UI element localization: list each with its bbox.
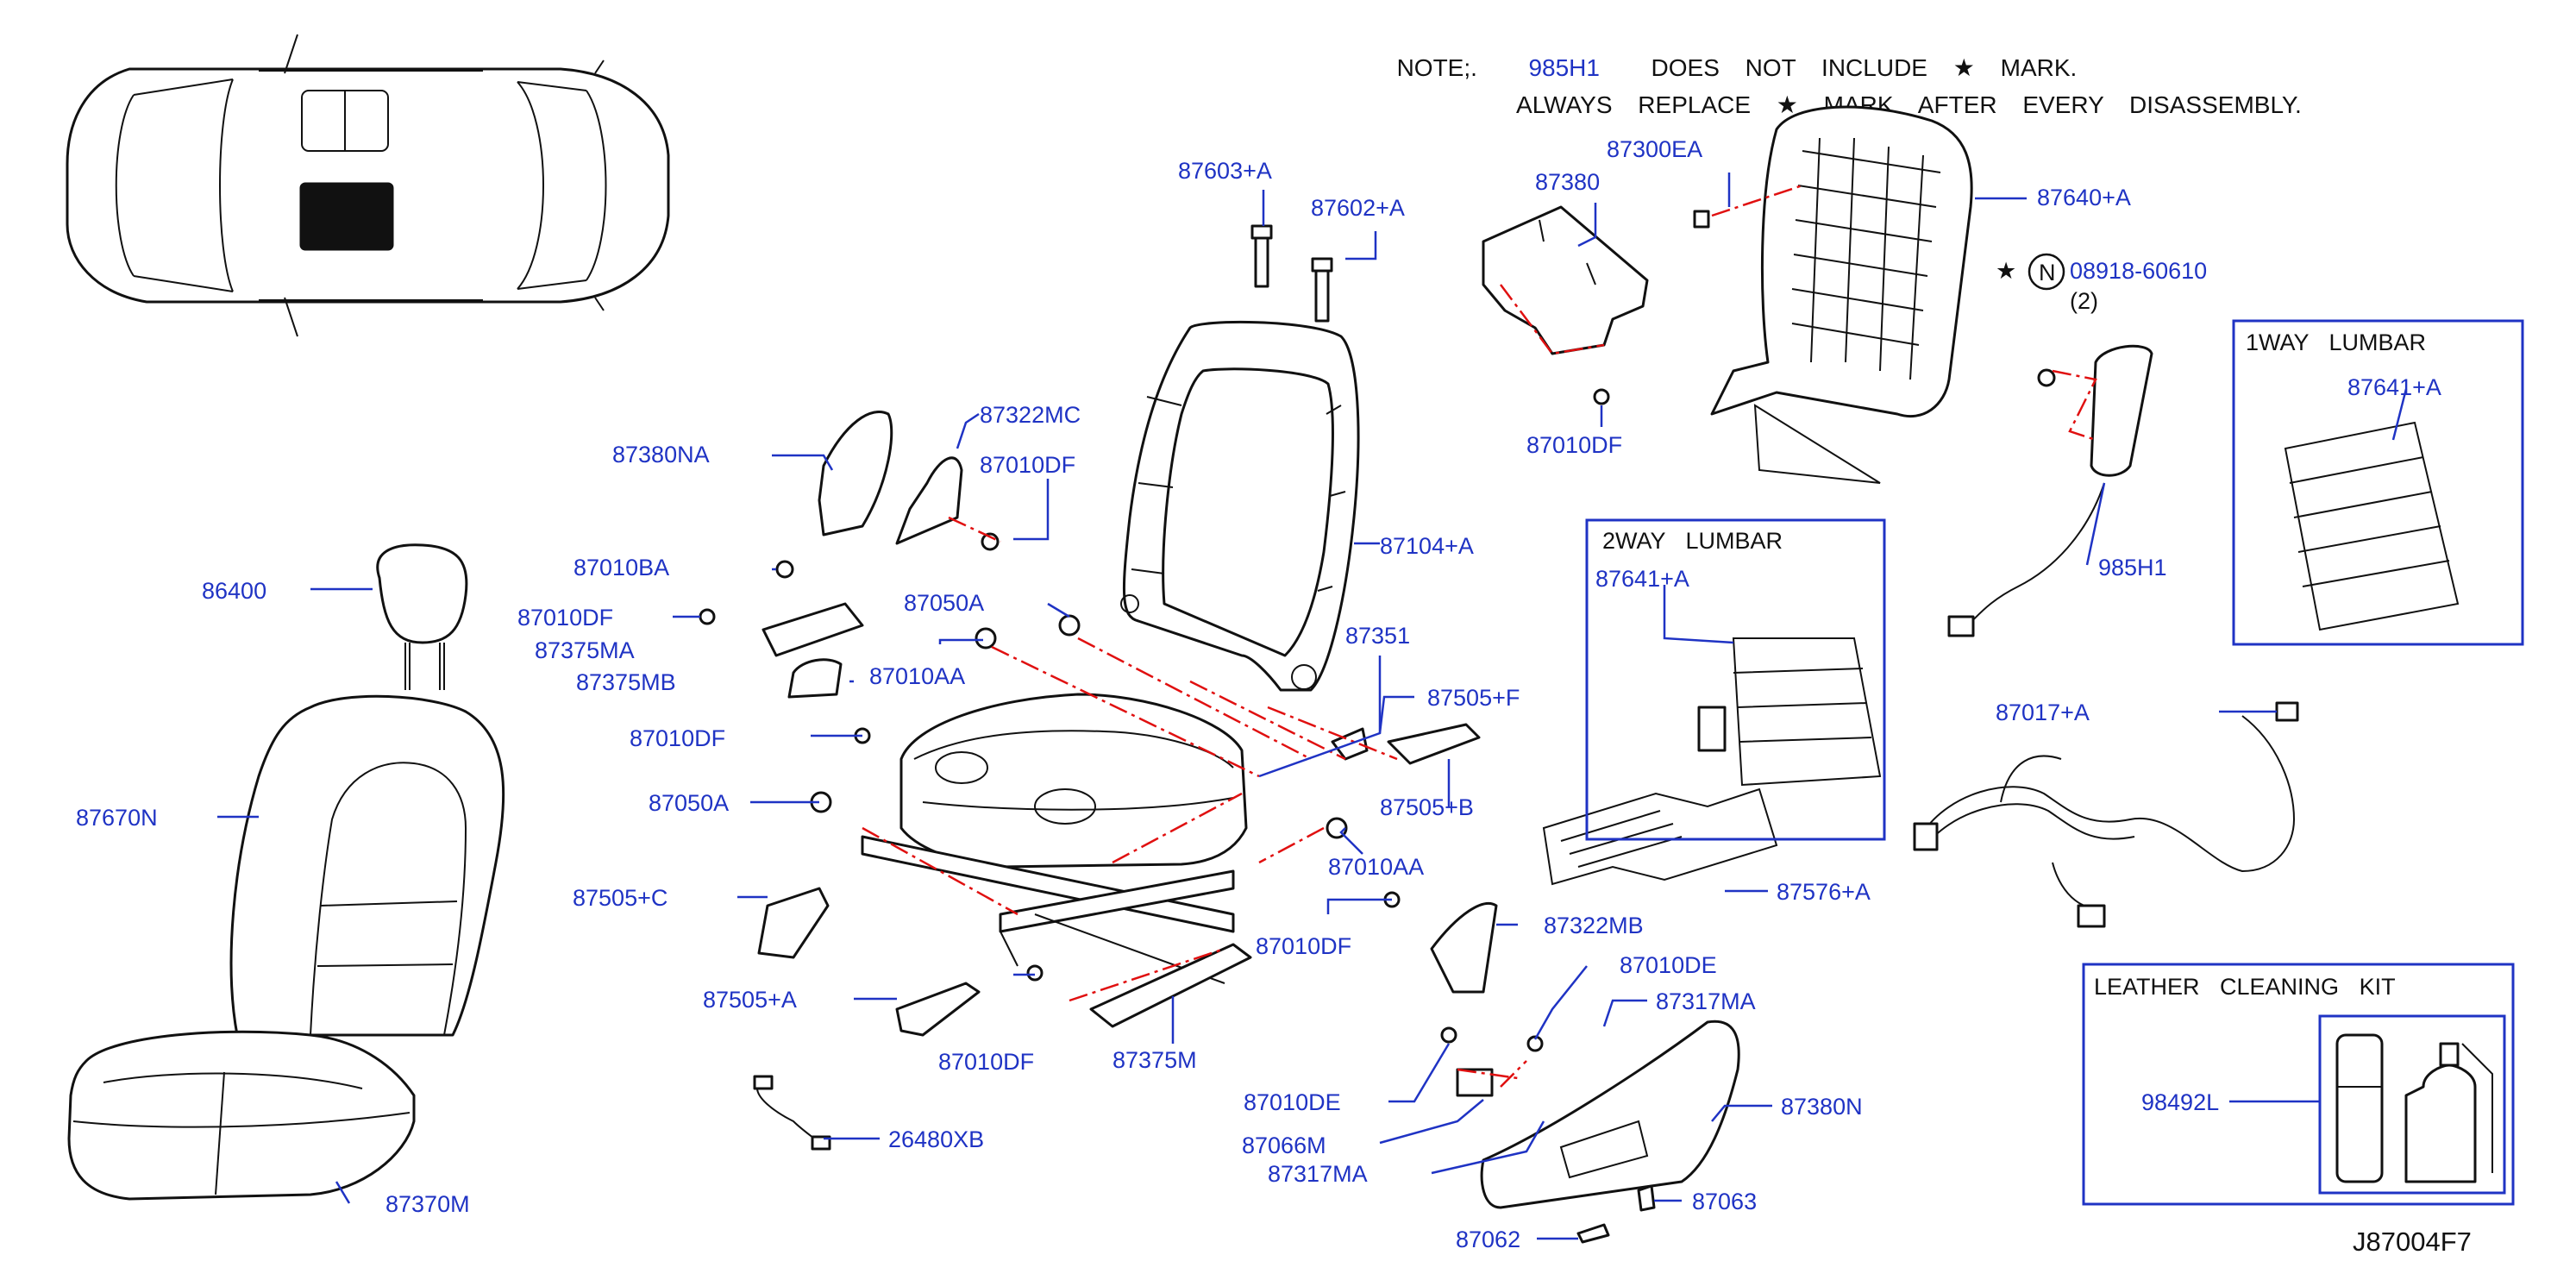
label-87380: 87380: [1535, 169, 1600, 195]
headrest-86400: [376, 543, 468, 690]
label-87375ma: 87375MA: [535, 637, 635, 663]
label-87375mb: 87375MB: [576, 669, 676, 695]
label-87010aa-right: 87010AA: [1328, 854, 1424, 880]
bracket-87380na: [818, 411, 893, 536]
label-87380n: 87380N: [1781, 1094, 1863, 1120]
bracket-87322mb: [1430, 901, 1498, 994]
label-87505a: 87505+A: [703, 987, 797, 1013]
label-87010df-d: 87010DF: [1256, 933, 1351, 959]
note-line-2: ALWAYS REPLACE ★ MARK AFTER EVERY DISASS…: [1466, 63, 2302, 119]
label-87066m: 87066M: [1242, 1133, 1326, 1158]
assembly-dash-lines: [862, 184, 2097, 1088]
label-87322mc: 87322MC: [980, 402, 1081, 428]
side-cover-87380n: [1480, 1020, 1740, 1209]
lumbar-1way-87641a: [2284, 421, 2460, 631]
label-08918-60610: 08918-60610: [2070, 258, 2207, 284]
label-87576a: 87576+A: [1777, 879, 1871, 905]
label-87322mb: 87322MB: [1544, 913, 1644, 938]
lumbar-2way-87641a: [1697, 637, 1882, 787]
label-87010aa-left: 87010AA: [869, 663, 965, 689]
label-08918-qty: (2): [2070, 288, 2098, 314]
hinge-pin-87602a: [1311, 257, 1333, 323]
two-way-lumbar-title: 2WAY LUMBAR: [1602, 528, 1783, 554]
label-87505f: 87505+F: [1427, 685, 1520, 711]
label-87351: 87351: [1345, 623, 1410, 649]
figure-code: J87004F7: [2353, 1227, 2472, 1257]
label-87300ea: 87300EA: [1607, 136, 1702, 162]
part-labels: 87603+A 87602+A 87380 87300EA 87640+A ★ …: [76, 136, 2472, 1257]
bracket-87322mc: [895, 456, 963, 545]
label-87505c: 87505+C: [573, 885, 668, 911]
side-airbag-985h1: [1947, 344, 2153, 637]
label-87010df-top: 87010DF: [1526, 432, 1622, 458]
circled-n-icon: [2028, 253, 2065, 291]
label-87010ba: 87010BA: [573, 555, 669, 580]
label-87317ma-left: 87317MA: [1268, 1161, 1368, 1187]
label-87050a-top: 87050A: [904, 590, 984, 616]
note-prefix: NOTE;.: [1396, 54, 1477, 81]
knob-87063: [1637, 1184, 1656, 1212]
wire-harness-87017a: [1913, 701, 2299, 928]
label-87375m: 87375M: [1113, 1047, 1197, 1073]
label-87010df-e: 87010DF: [938, 1049, 1034, 1075]
leather-cleaning-kit-title: LEATHER CLEANING KIT: [2094, 974, 2396, 1000]
label-87062: 87062: [1456, 1227, 1520, 1252]
label-87010df-b: 87010DF: [517, 605, 613, 631]
label-87010de-left: 87010DE: [1244, 1089, 1341, 1115]
seatback-cover-87670n: [229, 694, 505, 1037]
back-panel-87640a: [1710, 105, 1973, 484]
lumbar-mat-87576a: [1542, 787, 1778, 886]
note-rest: DOES NOT INCLUDE ★ MARK.: [1651, 54, 2078, 81]
label-26480xb: 26480XB: [888, 1126, 984, 1152]
switch-87066m: [1456, 1068, 1494, 1097]
label-87641a-1way: 87641+A: [2347, 374, 2441, 400]
label-87050a: 87050A: [649, 790, 729, 816]
cover-87375m: [1089, 943, 1252, 1028]
knob-87062: [1576, 1223, 1610, 1244]
label-985h1: 985H1: [2098, 555, 2167, 580]
label-87017a: 87017+A: [1996, 700, 2090, 725]
label-87010df-c: 87010DF: [630, 725, 725, 751]
label-87370m: 87370M: [385, 1191, 470, 1217]
leather-cleaning-kit-box: [2082, 963, 2515, 1206]
leader-lines: [217, 173, 2408, 1240]
cushion-cover-87370m: [67, 1030, 416, 1201]
cover-87375mb: [787, 658, 843, 699]
cleaning-kit-bottles-icon: [2335, 1033, 2493, 1183]
seatback-frame-87104a: [1120, 320, 1360, 692]
label-98492l: 98492L: [2141, 1089, 2219, 1115]
label-87380na: 87380NA: [612, 442, 710, 467]
star-mark-icon: ★: [1996, 258, 2016, 284]
finisher-87505c: [757, 887, 830, 959]
label-87670n: 87670N: [76, 805, 158, 831]
cleaning-kit-inner-box: [2318, 1014, 2506, 1195]
note-line-1: NOTE;. 985H1 DOES NOT INCLUDE ★ MARK.: [1345, 26, 2078, 82]
hinge-pin-87603a: [1250, 224, 1273, 288]
one-way-lumbar-box: [2232, 319, 2524, 646]
label-87010de-right: 87010DE: [1620, 952, 1717, 978]
finisher-87505a: [895, 982, 981, 1037]
finisher-87505b: [1387, 723, 1481, 765]
seat-cushion-frame: [861, 693, 1248, 984]
back-board-87380: [1482, 205, 1649, 355]
label-87317ma-right: 87317MA: [1656, 988, 1756, 1014]
label-87505b: 87505+B: [1380, 794, 1474, 820]
label-87602a: 87602+A: [1311, 195, 1405, 221]
cover-87375ma: [762, 602, 864, 657]
note-replace-text: ALWAYS REPLACE ★ MARK AFTER EVERY DISASS…: [1516, 91, 2302, 118]
label-87640a: 87640+A: [2037, 185, 2131, 210]
label-87104a: 87104+A: [1380, 533, 1474, 559]
circled-n-letter: N: [2039, 260, 2056, 285]
car-top-view-icon: [66, 34, 670, 337]
harness-26480xb: [753, 1075, 831, 1151]
note-part-985h1: 985H1: [1528, 54, 1600, 81]
two-way-lumbar-box: [1585, 518, 1886, 841]
label-87063: 87063: [1692, 1189, 1757, 1214]
label-87641a-2way: 87641+A: [1595, 566, 1689, 592]
one-way-lumbar-title: 1WAY LUMBAR: [2246, 329, 2426, 355]
label-87010df-a: 87010DF: [980, 452, 1075, 478]
label-86400: 86400: [202, 578, 266, 604]
label-87603a: 87603+A: [1178, 158, 1272, 184]
